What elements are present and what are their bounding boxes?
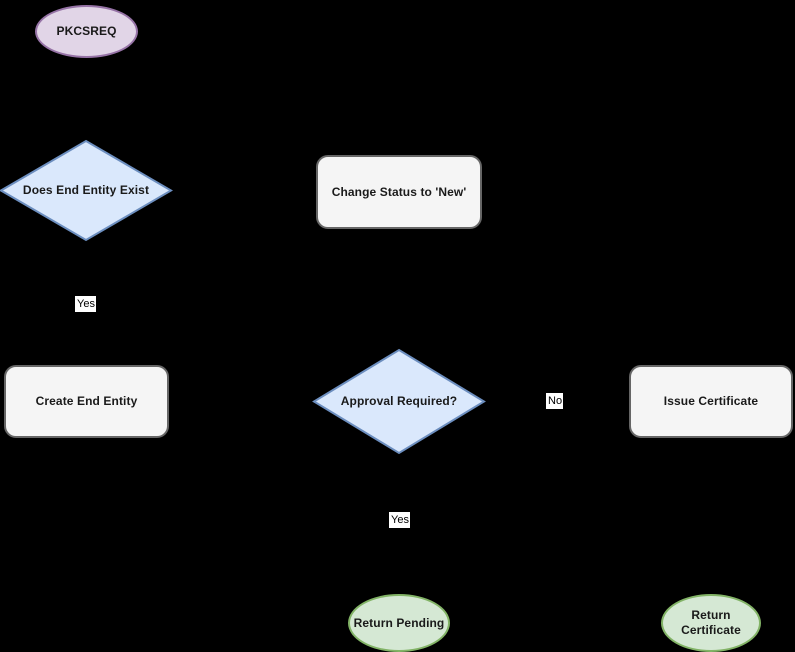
diamond-shape-icon	[312, 348, 486, 455]
node-return-certificate-label: Return Certificate	[681, 608, 741, 637]
diamond-shape-icon	[0, 139, 173, 242]
node-return-pending[interactable]: Return Pending	[348, 594, 450, 652]
node-return-pending-label: Return Pending	[353, 615, 445, 630]
node-create-end-entity[interactable]: Create End Entity	[4, 365, 169, 438]
node-create-end-entity-label: Create End Entity	[35, 394, 138, 408]
node-issue-certificate-label: Issue Certificate	[663, 394, 759, 408]
node-pkcsreq[interactable]: PKCSREQ	[35, 5, 138, 58]
edge-label-yes-end-entity-exists: Yes	[75, 296, 96, 312]
node-pkcsreq-label: PKCSREQ	[56, 24, 117, 38]
node-change-status-to-new[interactable]: Change Status to 'New'	[316, 155, 482, 229]
node-change-status-to-new-label: Change Status to 'New'	[331, 184, 467, 199]
edge-label-no-approval-required: No	[546, 393, 564, 409]
edge-label-yes-approval-required: Yes	[389, 512, 410, 528]
node-approval-required[interactable]: Approval Required?	[312, 348, 486, 455]
node-return-certificate[interactable]: Return Certificate	[661, 594, 761, 652]
node-issue-certificate[interactable]: Issue Certificate	[629, 365, 793, 438]
node-does-end-entity-exist[interactable]: Does End Entity Exist	[0, 139, 173, 242]
